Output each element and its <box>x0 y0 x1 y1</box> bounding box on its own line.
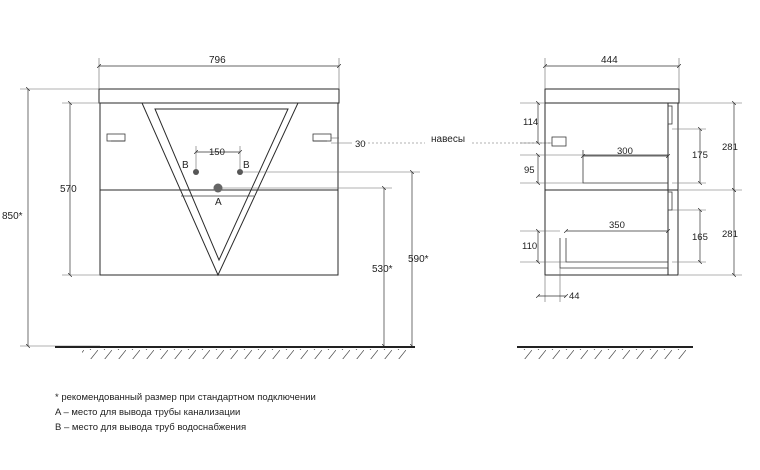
dim-width-label: 796 <box>209 55 226 66</box>
dim-281-top-label: 281 <box>722 142 738 153</box>
hinge-right-icon <box>312 133 332 142</box>
dim-total-height-label: 850* <box>2 211 23 222</box>
label-b-left: B <box>182 160 189 171</box>
dim-pipe-a-height-label: 530* <box>372 264 393 275</box>
label-a: A <box>215 197 222 208</box>
side-lower-drawer <box>559 238 669 269</box>
side-hinge-icon <box>551 136 567 147</box>
front-countertop <box>98 88 340 104</box>
dim-depth-label: 444 <box>601 55 618 66</box>
dim-281-bottom-label: 281 <box>722 229 738 240</box>
dim-110-label: 110 <box>522 241 537 252</box>
dim-cabinet-height-label: 570 <box>60 184 77 195</box>
side-view: навесы 444 114 95 110 <box>431 55 742 359</box>
front-v-frame-outer <box>141 102 299 277</box>
dim-175-label: 175 <box>692 150 708 161</box>
hinges-label: навесы <box>431 134 465 145</box>
dim-pipe-b-height-label: 590* <box>408 254 429 265</box>
front-floor-hatch <box>82 349 412 359</box>
side-countertop <box>544 88 680 104</box>
note-a: A – место для вывода трубы канализации <box>55 407 240 418</box>
label-b-right: B <box>243 160 250 171</box>
dim-114-label: 114 <box>523 117 538 128</box>
note-recommended: * рекомендованный размер при стандартном… <box>55 392 316 403</box>
dim-165-label: 165 <box>692 232 708 243</box>
dim-350-label: 350 <box>609 220 625 231</box>
front-v-frame-inner <box>154 108 289 262</box>
note-b: B – место для вывода труб водоснабжения <box>55 422 246 433</box>
legend-notes: * рекомендованный размер при стандартном… <box>55 392 316 433</box>
side-cabinet-body <box>544 102 679 276</box>
dim-hinge-offset-label: 30 <box>355 139 366 150</box>
dim-95-label: 95 <box>524 165 535 176</box>
hinge-left-icon <box>106 133 126 142</box>
side-floor-hatch <box>521 349 691 359</box>
dim-44-label: 44 <box>569 291 580 302</box>
dim-300-label: 300 <box>617 146 633 157</box>
front-view: B B A 796 150 30 850* 570 530* <box>2 55 552 359</box>
dim-pipe-spacing-label: 150 <box>209 147 225 158</box>
